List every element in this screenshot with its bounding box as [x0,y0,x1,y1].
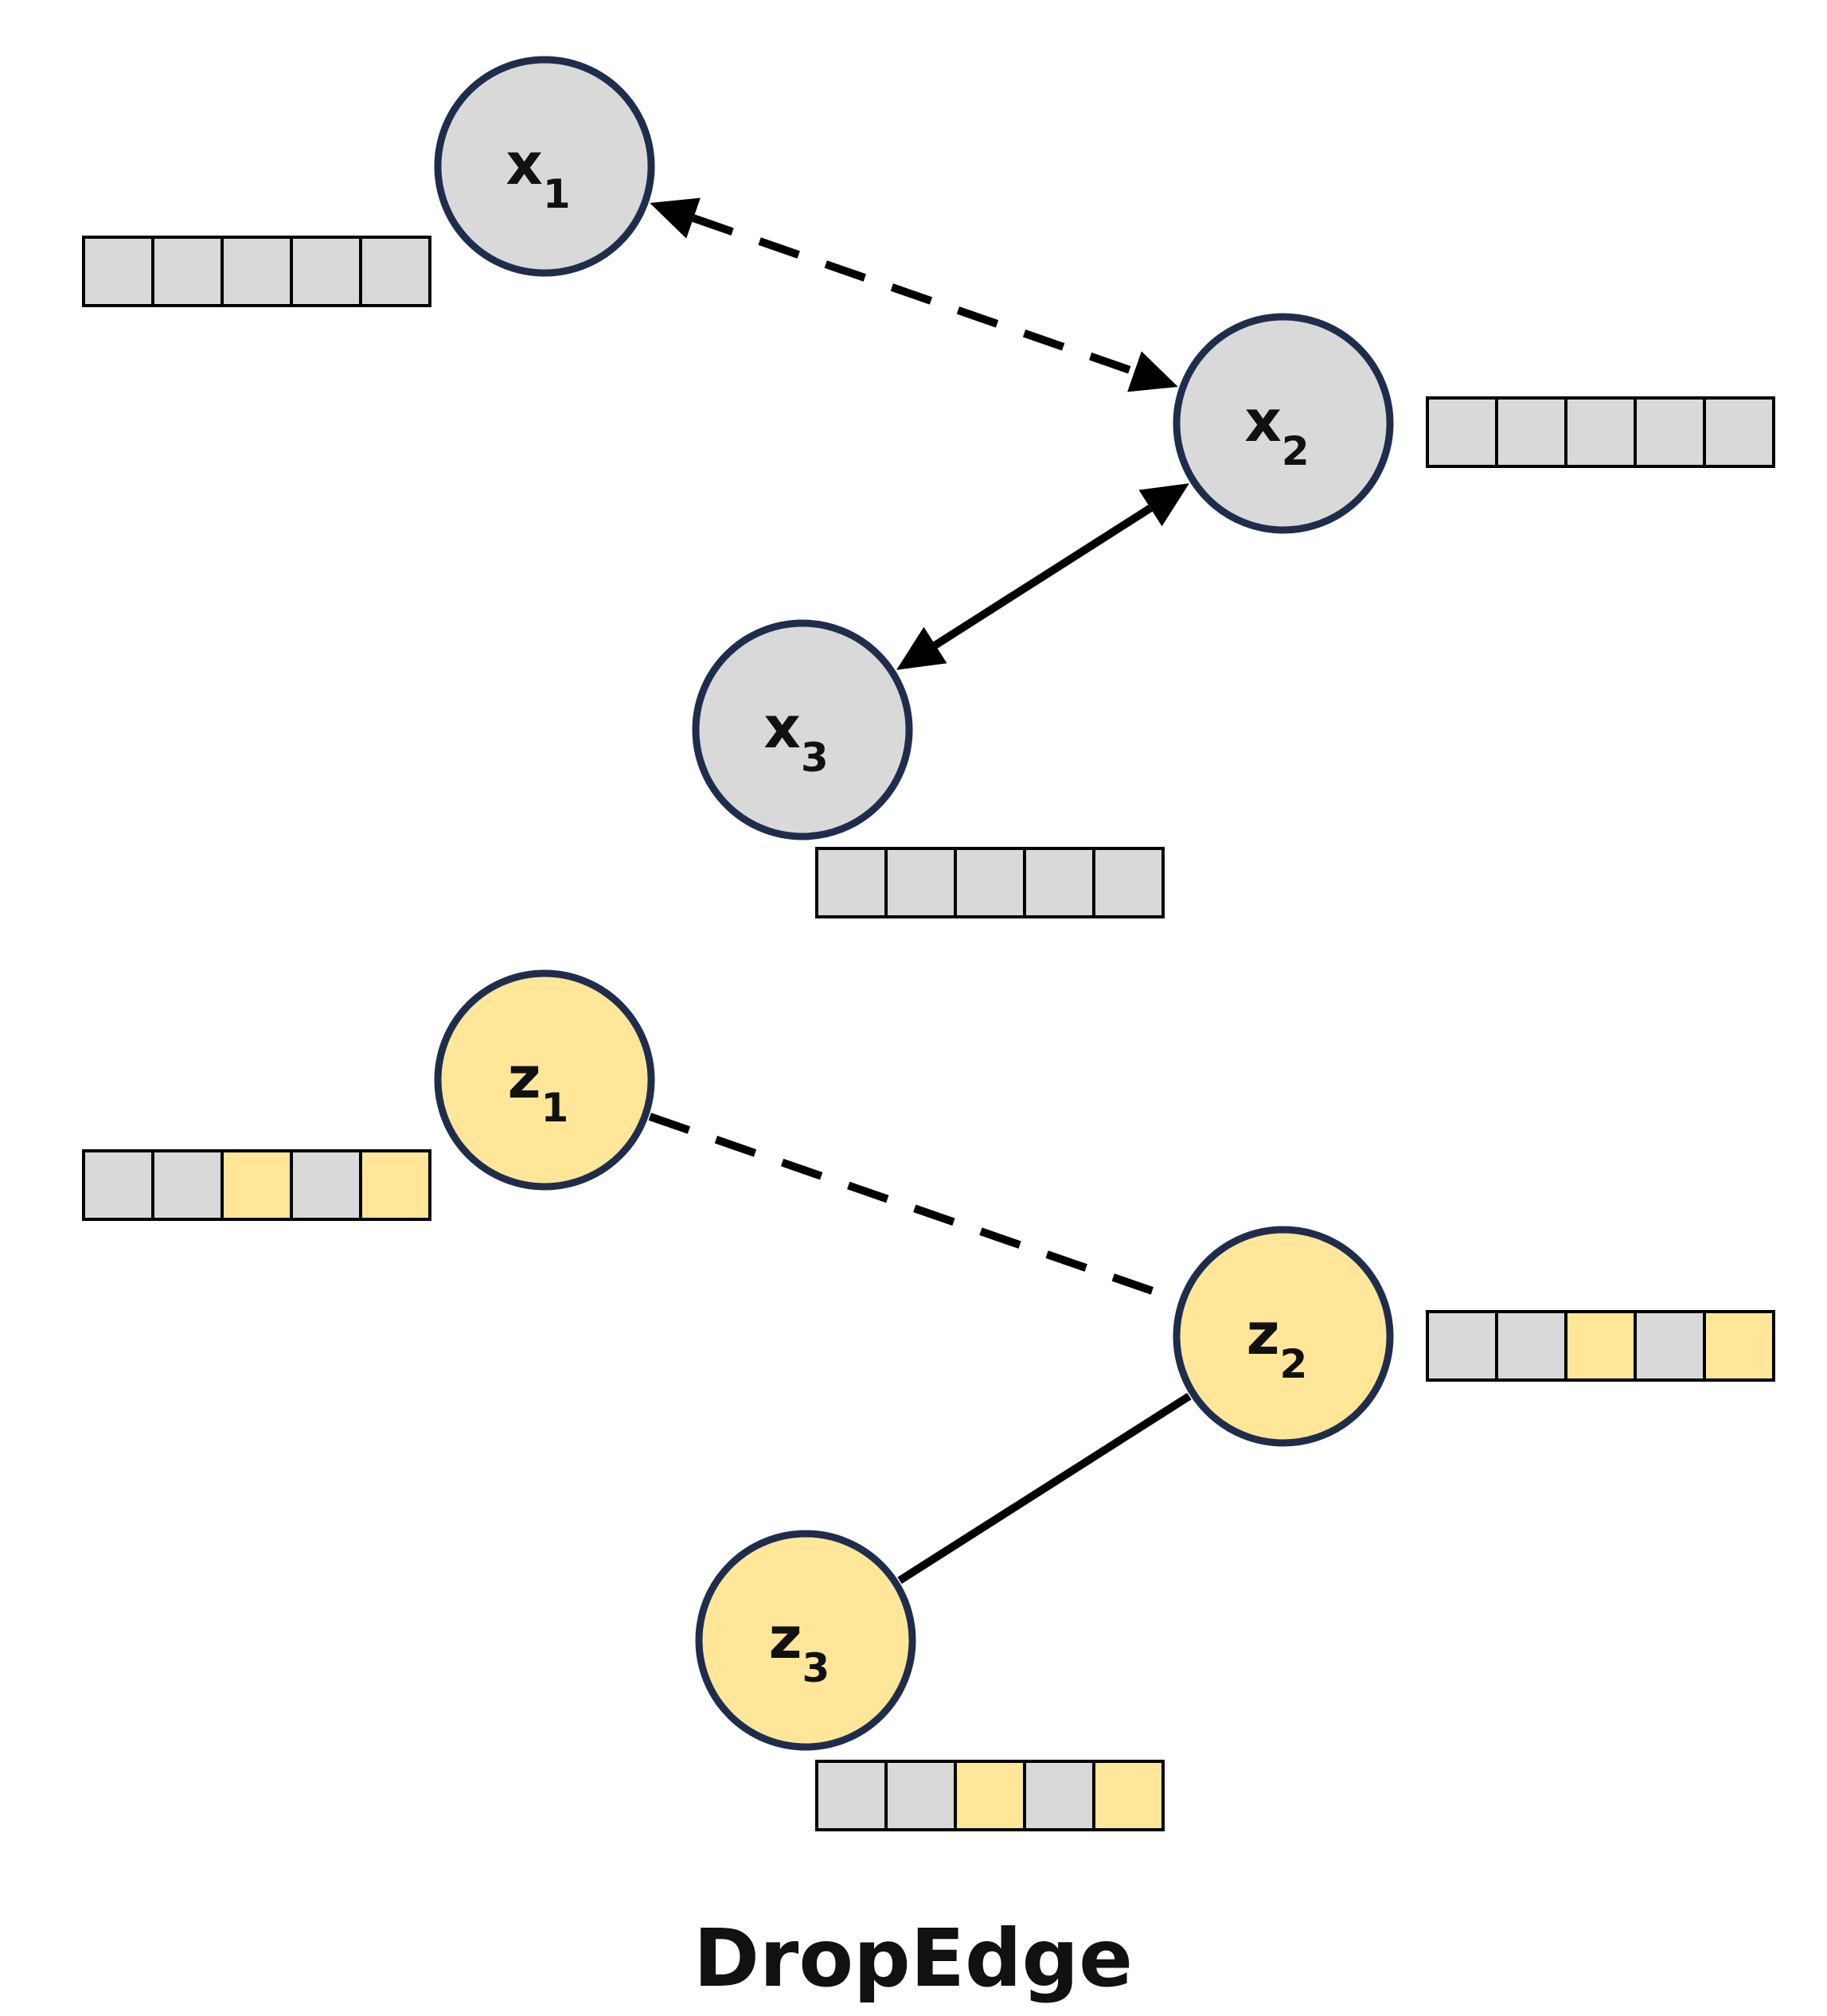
feature-vector-x1 [82,236,431,307]
feature-vector-x2 [1426,396,1775,468]
feature-cell-z2-1 [1426,1310,1498,1382]
node-z3-var: z [769,1605,802,1671]
node-z3-subscript: 3 [802,1645,830,1691]
node-z3-circle [695,1530,916,1751]
node-z1-var: z [508,1044,541,1111]
feature-cell-x3-3 [954,847,1026,918]
node-z1-label: z1 [508,1044,569,1131]
feature-cell-x3-2 [884,847,957,918]
node-x3-circle [692,619,913,840]
edges-layer [648,197,1192,1585]
node-x2-var: x [1244,388,1281,454]
node-x2-subscript: 2 [1282,428,1310,474]
feature-cell-x1-2 [151,236,224,307]
node-z2-subscript: 2 [1280,1341,1308,1387]
feature-cell-z1-2 [151,1149,224,1221]
bottom-edge-z2-z3 [897,1392,1192,1585]
feature-cell-z3-2 [884,1760,957,1831]
feature-cell-x3-5 [1092,847,1165,918]
node-x2-label: x2 [1244,388,1309,474]
node-x2: x2 [1173,313,1394,534]
feature-cell-z3-4 [1023,1760,1095,1831]
feature-vector-z3 [815,1760,1165,1831]
feature-cell-z1-5 [359,1149,431,1221]
node-z3-label: z3 [769,1605,830,1691]
feature-cell-z2-5 [1703,1310,1775,1382]
feature-cell-z3-5 [1092,1760,1165,1831]
node-x3-label: x3 [763,694,828,781]
feature-vector-z2 [1426,1310,1775,1382]
top-edge-x1-x2 [692,214,1136,376]
node-z2-var: z [1247,1300,1280,1367]
node-z2-label: z2 [1247,1300,1308,1387]
node-x2-circle [1173,313,1394,534]
diagram-caption: DropEdge [693,1912,1133,2005]
node-z3: z3 [695,1530,916,1751]
feature-vectors-layer [82,236,1775,1831]
feature-cell-x1-3 [221,236,293,307]
node-z2-circle [1173,1226,1394,1447]
feature-vector-x3 [815,847,1165,918]
node-x1-label: x1 [506,131,570,217]
node-x1: x1 [434,56,655,277]
node-x3-subscript: 3 [801,735,829,781]
feature-cell-x2-4 [1634,396,1706,468]
top-arrowhead-x1 [650,197,701,239]
top-edge-x2-x3 [933,505,1153,649]
feature-cell-z1-3 [221,1149,293,1221]
feature-cell-x2-3 [1564,396,1637,468]
node-z1-circle [434,969,655,1191]
feature-cell-z3-3 [954,1760,1026,1831]
top-arrowhead-x2 [1127,351,1178,392]
node-z1-subscript: 1 [541,1085,569,1131]
top-arrowhead-x3 [896,626,947,670]
node-x1-circle [434,56,655,277]
feature-cell-z2-3 [1564,1310,1637,1382]
feature-vector-z1 [82,1149,431,1221]
feature-cell-x2-1 [1426,396,1498,468]
node-x3: x3 [692,619,913,840]
node-z2: z2 [1173,1226,1394,1447]
feature-cell-x1-5 [359,236,431,307]
node-x1-var: x [506,131,542,197]
feature-cell-z2-4 [1634,1310,1706,1382]
feature-cell-z3-1 [815,1760,888,1831]
feature-cell-x1-4 [290,236,362,307]
feature-cell-z2-2 [1495,1310,1567,1382]
feature-cell-x3-1 [815,847,888,918]
bottom-edge-z1-z2 [648,1113,1180,1304]
node-x3-var: x [763,694,800,761]
feature-cell-x2-2 [1495,396,1567,468]
feature-cell-x3-4 [1023,847,1095,918]
feature-cell-z1-1 [82,1149,154,1221]
node-z1: z1 [434,969,655,1191]
node-x1-subscript: 1 [543,171,571,217]
feature-cell-z1-4 [290,1149,362,1221]
feature-cell-x2-5 [1703,396,1775,468]
feature-cell-x1-1 [82,236,154,307]
top-arrowhead-x2 [1138,483,1189,527]
